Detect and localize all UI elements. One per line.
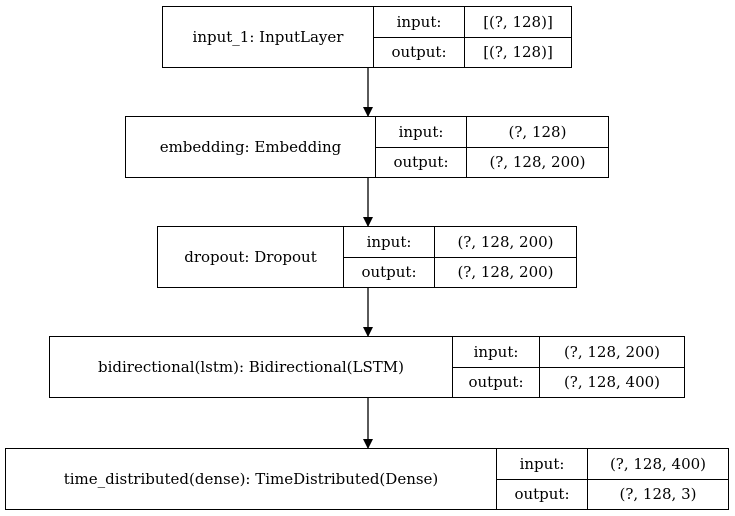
output-label: output: xyxy=(497,479,588,509)
input-row: input: (?, 128, 200) xyxy=(344,227,576,257)
layer-ports: input: (?, 128, 400) output: (?, 128, 3) xyxy=(497,449,728,509)
output-row: output: (?, 128, 400) xyxy=(453,366,684,397)
layer-ports: input: (?, 128) output: (?, 128, 200) xyxy=(376,117,608,177)
layer-name: time_distributed(dense): TimeDistributed… xyxy=(6,449,497,509)
layer-ports: input: [(?, 128)] output: [(?, 128)] xyxy=(374,7,571,67)
output-label: output: xyxy=(453,367,540,397)
output-shape: (?, 128, 400) xyxy=(563,373,661,392)
output-shape: (?, 128, 3) xyxy=(619,485,697,504)
input-label: input: xyxy=(374,7,465,37)
input-label: input: xyxy=(453,337,540,367)
input-row: input: (?, 128, 400) xyxy=(497,449,728,479)
layer-ports: input: (?, 128, 200) output: (?, 128, 40… xyxy=(453,337,684,397)
input-shape: (?, 128, 200) xyxy=(457,232,554,251)
output-label: output: xyxy=(374,37,465,67)
layer-name: input_1: InputLayer xyxy=(163,7,374,67)
layer-node-input-1: input_1: InputLayer input: [(?, 128)] ou… xyxy=(162,6,572,68)
output-shape: (?, 128, 200) xyxy=(457,263,554,282)
input-row: input: (?, 128, 200) xyxy=(453,337,684,367)
layer-name: dropout: Dropout xyxy=(158,227,344,287)
layer-node-dropout: dropout: Dropout input: (?, 128, 200) ou… xyxy=(157,226,577,288)
input-row: input: [(?, 128)] xyxy=(374,7,571,37)
output-row: output: (?, 128, 200) xyxy=(376,146,608,177)
layer-node-time-distributed: time_distributed(dense): TimeDistributed… xyxy=(5,448,729,510)
input-label: input: xyxy=(376,117,467,147)
layer-node-embedding: embedding: Embedding input: (?, 128) out… xyxy=(125,116,609,178)
input-row: input: (?, 128) xyxy=(376,117,608,147)
input-shape: (?, 128) xyxy=(508,122,567,141)
input-label: input: xyxy=(344,227,435,257)
input-shape: [(?, 128)] xyxy=(483,12,553,31)
input-shape: (?, 128, 400) xyxy=(609,454,707,473)
output-row: output: (?, 128, 3) xyxy=(497,478,728,509)
output-row: output: (?, 128, 200) xyxy=(344,256,576,287)
layer-name: embedding: Embedding xyxy=(126,117,376,177)
input-label: input: xyxy=(497,449,588,479)
layer-node-bidirectional: bidirectional(lstm): Bidirectional(LSTM)… xyxy=(49,336,685,398)
output-shape: (?, 128, 200) xyxy=(489,153,586,172)
output-shape: [(?, 128)] xyxy=(483,43,553,62)
layer-name: bidirectional(lstm): Bidirectional(LSTM) xyxy=(50,337,453,397)
output-label: output: xyxy=(376,147,467,177)
output-row: output: [(?, 128)] xyxy=(374,36,571,67)
output-label: output: xyxy=(344,257,435,287)
layer-ports: input: (?, 128, 200) output: (?, 128, 20… xyxy=(344,227,576,287)
input-shape: (?, 128, 200) xyxy=(563,342,661,361)
